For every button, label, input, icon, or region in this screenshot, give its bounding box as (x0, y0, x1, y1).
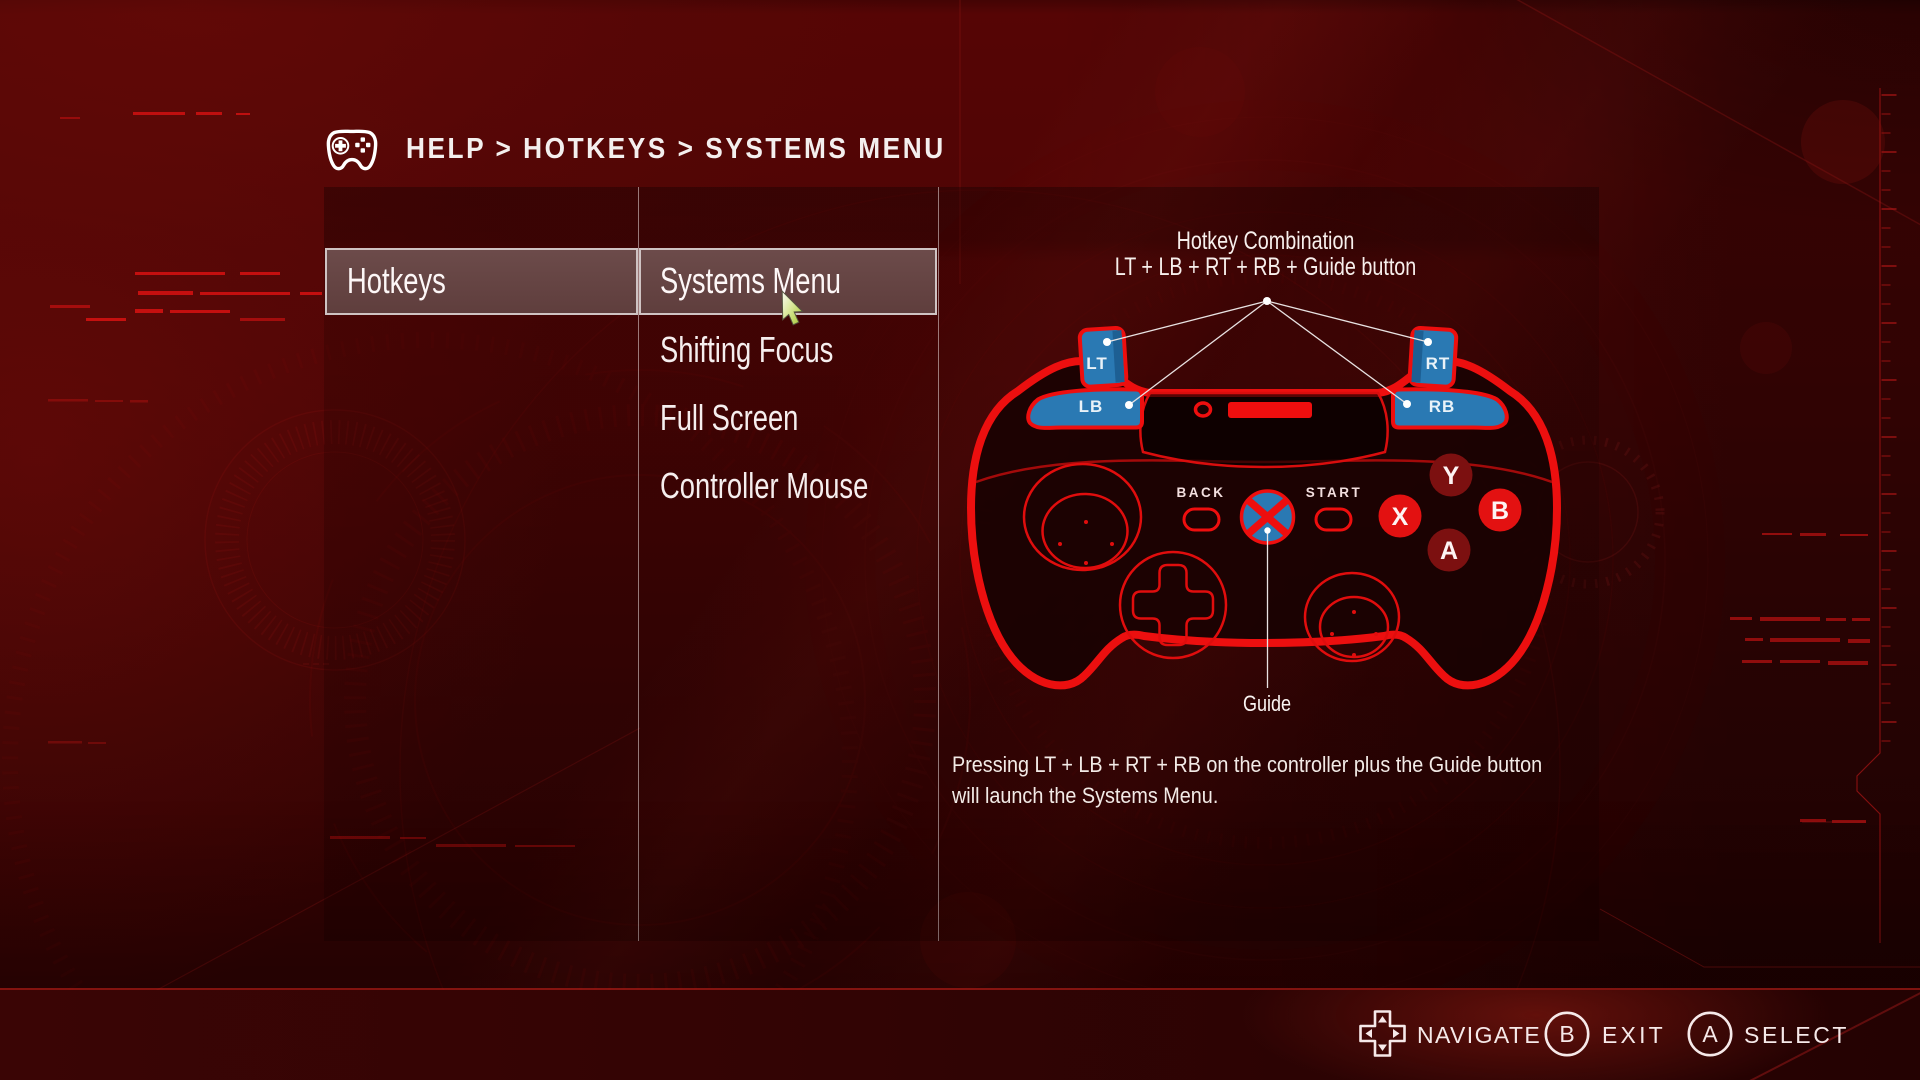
svg-text:RT: RT (1426, 354, 1451, 373)
svg-text:RB: RB (1429, 397, 1456, 416)
svg-text:Guide: Guide (1243, 692, 1291, 716)
svg-text:Y: Y (1443, 462, 1460, 490)
svg-text:A: A (1440, 537, 1458, 565)
svg-text:BACK: BACK (1177, 485, 1226, 500)
svg-text:X: X (1392, 503, 1409, 531)
svg-text:A: A (1702, 1021, 1718, 1047)
svg-text:START: START (1306, 485, 1363, 500)
svg-text:LT: LT (1086, 354, 1108, 373)
svg-text:B: B (1559, 1021, 1574, 1047)
svg-text:B: B (1491, 497, 1509, 525)
svg-text:LB: LB (1079, 397, 1104, 416)
